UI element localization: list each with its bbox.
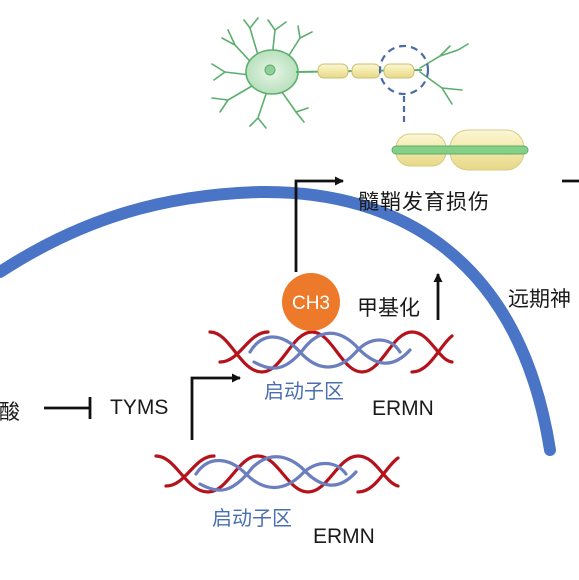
acid-label: 叶酸 xyxy=(0,401,20,424)
dna-helix-upper xyxy=(208,330,454,374)
connector-lines xyxy=(44,176,579,440)
dna-helix-lower xyxy=(154,454,400,494)
neuron-illustration xyxy=(211,17,469,129)
long-term-label: 远期神 xyxy=(508,288,571,311)
promoter-lower-label: 启动子区 xyxy=(212,508,292,530)
myelin-segments xyxy=(317,63,415,79)
cell-membrane-arc xyxy=(0,185,556,456)
ermn-upper-label: ERMN xyxy=(372,397,434,420)
ch3-label: CH3 xyxy=(292,293,330,314)
arrow-ch3-to-myelin xyxy=(294,176,344,272)
promoter-upper-label: 启动子区 xyxy=(264,381,344,403)
methylation-label: 甲基化 xyxy=(357,297,420,320)
arrow-tyms-to-promoter xyxy=(190,373,241,440)
tyms-label: TYMS xyxy=(110,396,169,419)
ch3-circle xyxy=(282,273,340,331)
zoom-circle xyxy=(378,44,430,96)
ermn-lower-label: ERMN xyxy=(313,525,375,548)
myelin-zoom-illustration xyxy=(391,129,529,171)
myelin-damage-label: 髓鞘发育损伤 xyxy=(358,191,490,214)
neuron-nucleus xyxy=(264,64,276,76)
